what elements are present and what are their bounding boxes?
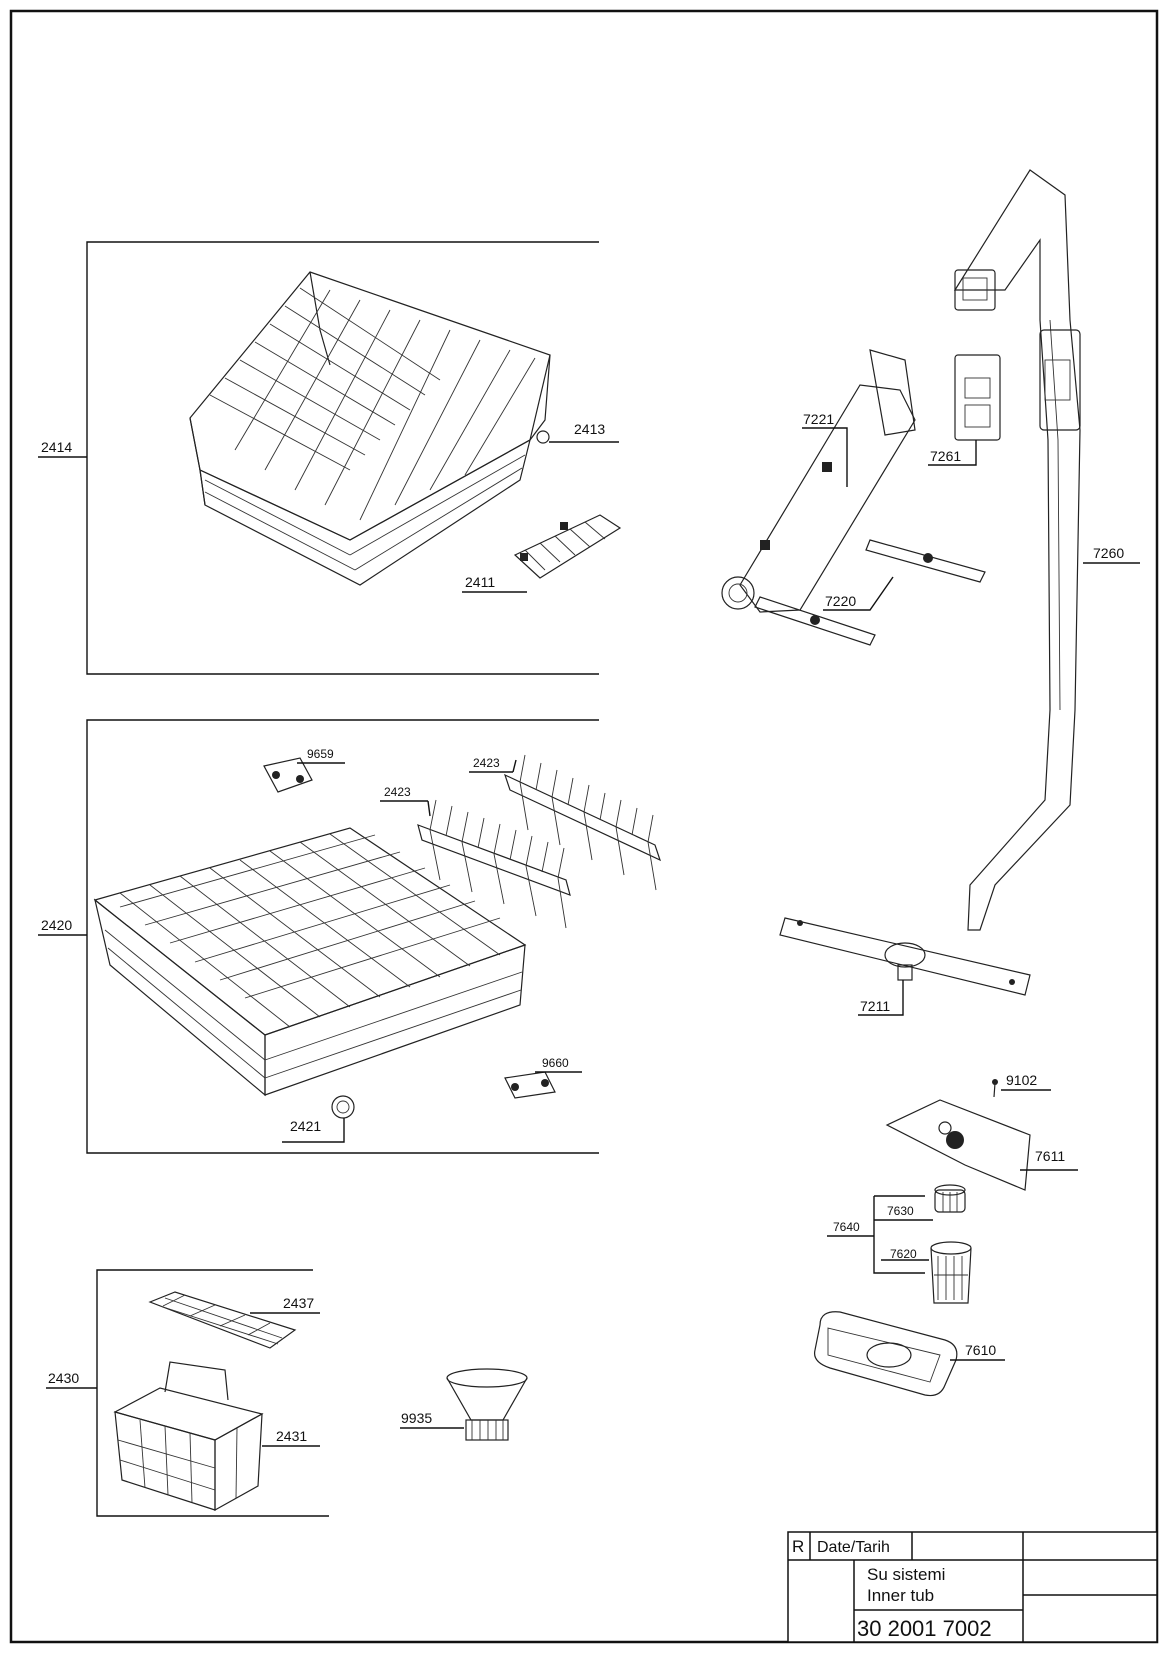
date-label: Date/Tarih bbox=[817, 1539, 890, 1556]
upper-basket-group: 2414 2413 bbox=[38, 241, 622, 675]
upper-spray-arm-7220 bbox=[754, 539, 986, 646]
water-duct-7260 bbox=[953, 169, 1081, 931]
callout-2421: 2421 bbox=[290, 1118, 321, 1134]
callout-7261: 7261 bbox=[930, 448, 961, 464]
micro-filter-7620 bbox=[930, 1241, 972, 1304]
callout-2430: 2430 bbox=[48, 1370, 79, 1386]
revision-label: R bbox=[792, 1537, 804, 1556]
group-bracket-lower-basket bbox=[86, 719, 599, 1154]
upper-dish-basket bbox=[189, 271, 551, 586]
title-block: R Date/Tarih Su sistemi Inner tub 30 200… bbox=[787, 1531, 1158, 1643]
callout-2420: 2420 bbox=[41, 917, 72, 933]
callout-7220: 7220 bbox=[825, 593, 856, 609]
callout-2414: 2414 bbox=[41, 439, 72, 455]
screw-9102 bbox=[992, 1079, 998, 1098]
callout-9660: 9660 bbox=[542, 1056, 569, 1070]
group-bracket-cutlery bbox=[96, 1269, 329, 1517]
callout-2423-left: 2423 bbox=[384, 785, 411, 799]
clip-part-9659 bbox=[263, 757, 313, 793]
callout-7221: 7221 bbox=[803, 411, 834, 427]
group-bracket-upper-basket bbox=[86, 241, 599, 675]
cutlery-basket-lid-2437 bbox=[148, 1291, 297, 1349]
callout-2437: 2437 bbox=[283, 1295, 314, 1311]
callout-7630: 7630 bbox=[887, 1204, 914, 1218]
callout-7620: 7620 bbox=[890, 1247, 917, 1261]
sump-gasket-7610 bbox=[813, 1311, 958, 1397]
callout-7640: 7640 bbox=[833, 1220, 860, 1234]
wheel-part-2421 bbox=[331, 1095, 355, 1119]
salt-funnel-9935 bbox=[446, 1368, 528, 1441]
callout-9935: 9935 bbox=[401, 1410, 432, 1426]
filter-cover-7611 bbox=[885, 1099, 1031, 1191]
bracket-7261 bbox=[954, 354, 1001, 441]
title-line-2: Inner tub bbox=[867, 1586, 934, 1605]
callout-9102: 9102 bbox=[1006, 1072, 1037, 1088]
callout-2411: 2411 bbox=[465, 574, 495, 590]
clip-part-9660 bbox=[504, 1071, 556, 1099]
callout-2413: 2413 bbox=[574, 421, 605, 437]
title-line-1: Su sistemi bbox=[867, 1565, 945, 1584]
callout-2431: 2431 bbox=[276, 1428, 307, 1444]
lower-spray-arm-7211 bbox=[779, 917, 1031, 996]
tine-rack-2423-right bbox=[503, 754, 662, 891]
rack-rail-part-2411 bbox=[513, 514, 622, 579]
coarse-filter-7630 bbox=[934, 1184, 966, 1213]
callout-2423-right: 2423 bbox=[473, 756, 500, 770]
drawing-number: 30 2001 7002 bbox=[857, 1616, 992, 1641]
lower-basket-group: 2420 9659 2423 bbox=[38, 719, 662, 1154]
callout-7260: 7260 bbox=[1093, 545, 1124, 561]
cutlery-basket-2431 bbox=[113, 1361, 264, 1512]
callout-7211: 7211 bbox=[860, 998, 890, 1014]
drawing-frame bbox=[9, 9, 1159, 1644]
cutlery-basket-group: 2430 2437 2431 bbox=[46, 1269, 329, 1517]
lower-dish-basket bbox=[93, 827, 527, 1097]
callout-7611: 7611 bbox=[1035, 1148, 1065, 1164]
spray-arm-feed-7221 bbox=[721, 349, 916, 613]
callout-7610: 7610 bbox=[965, 1342, 996, 1358]
tine-rack-2423-left bbox=[417, 799, 571, 929]
callout-9659: 9659 bbox=[307, 747, 334, 761]
